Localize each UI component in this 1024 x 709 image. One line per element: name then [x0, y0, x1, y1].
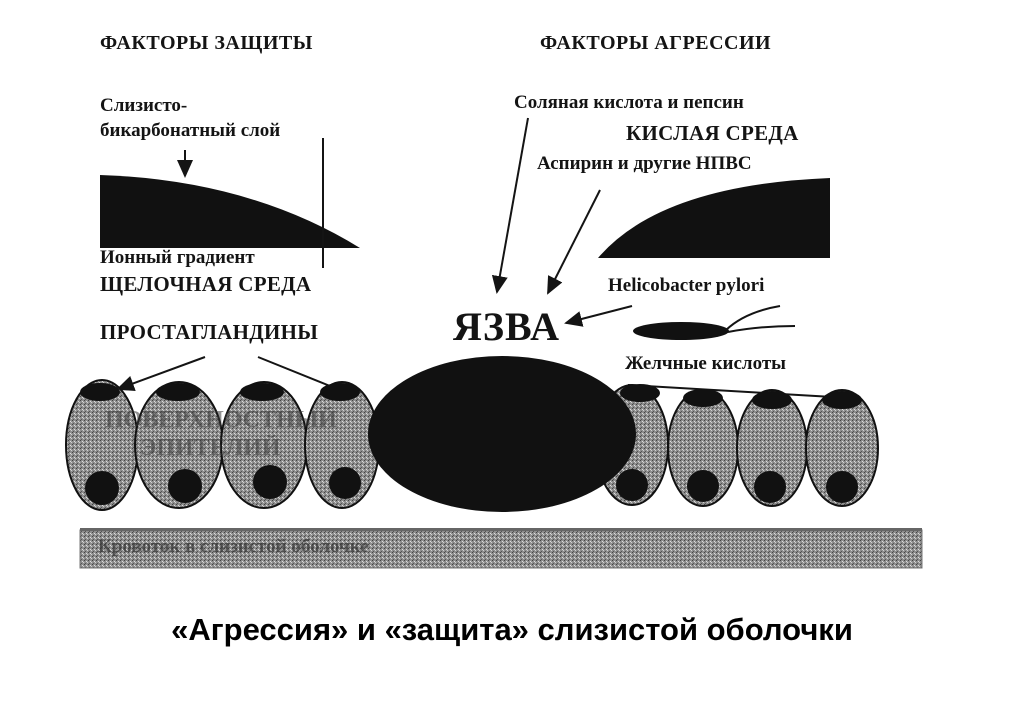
nsaid-label: Аспирин и другие НПВС — [537, 153, 752, 174]
helicobacter-body — [633, 322, 729, 340]
prostaglandins-label: ПРОСТАГЛАНДИНЫ — [100, 320, 319, 344]
figure-caption: «Агрессия» и «защита» слизистой оболочки — [171, 612, 853, 647]
blood-flow-label: Кровоток в слизистой оболочке — [98, 536, 369, 557]
aggression-header: ФАКТОРЫ АГРЕССИИ — [540, 32, 772, 54]
epithelium-label-line2: ЭПИТЕЛИЙ — [140, 435, 281, 461]
bile-label: Желчные кислоты — [625, 353, 786, 374]
epithelial-cells-right — [595, 384, 879, 507]
alkaline-label: ЩЕЛОЧНАЯ СРЕДА — [100, 272, 312, 296]
band-top-edge — [80, 528, 922, 531]
ulcer-crater — [368, 356, 636, 512]
mucus-layer-right — [598, 178, 830, 258]
acid-pepsin-label: Соляная кислота и пепсин — [514, 92, 744, 113]
acidic-label: КИСЛАЯ СРЕДА — [626, 121, 799, 145]
arrow-prostaglandins-left — [116, 356, 206, 391]
diagram: ФАКТОРЫ ЗАЩИТЫ Слизисто- бикарбонатный с… — [65, 32, 923, 569]
arrow-acid-to-ulcer — [491, 117, 529, 294]
blood-flow-band — [79, 529, 923, 569]
arrow-hpylori-to-ulcer — [564, 305, 633, 327]
arrow-nsaid-to-ulcer — [547, 189, 601, 295]
line-bile — [627, 384, 851, 399]
line-prostaglandins-right — [257, 356, 331, 387]
diagram-graphics — [65, 117, 923, 569]
helicobacter-flagella — [725, 305, 796, 333]
mucus-label-line1: Слизисто- — [100, 95, 188, 116]
epithelium-label-line1: ПОВЕРХНОСТНЫЙ — [105, 407, 337, 433]
mucus-layer-left — [100, 175, 360, 248]
mucus-label-line2: бикарбонатный слой — [100, 120, 281, 141]
ion-gradient-label: Ионный градиент — [100, 247, 255, 268]
hpylori-label: Helicobacter pylori — [608, 275, 765, 296]
epithelial-cells-left — [65, 379, 380, 511]
ulcer-label: ЯЗВА — [453, 304, 561, 349]
defense-header: ФАКТОРЫ ЗАЩИТЫ — [100, 32, 313, 54]
